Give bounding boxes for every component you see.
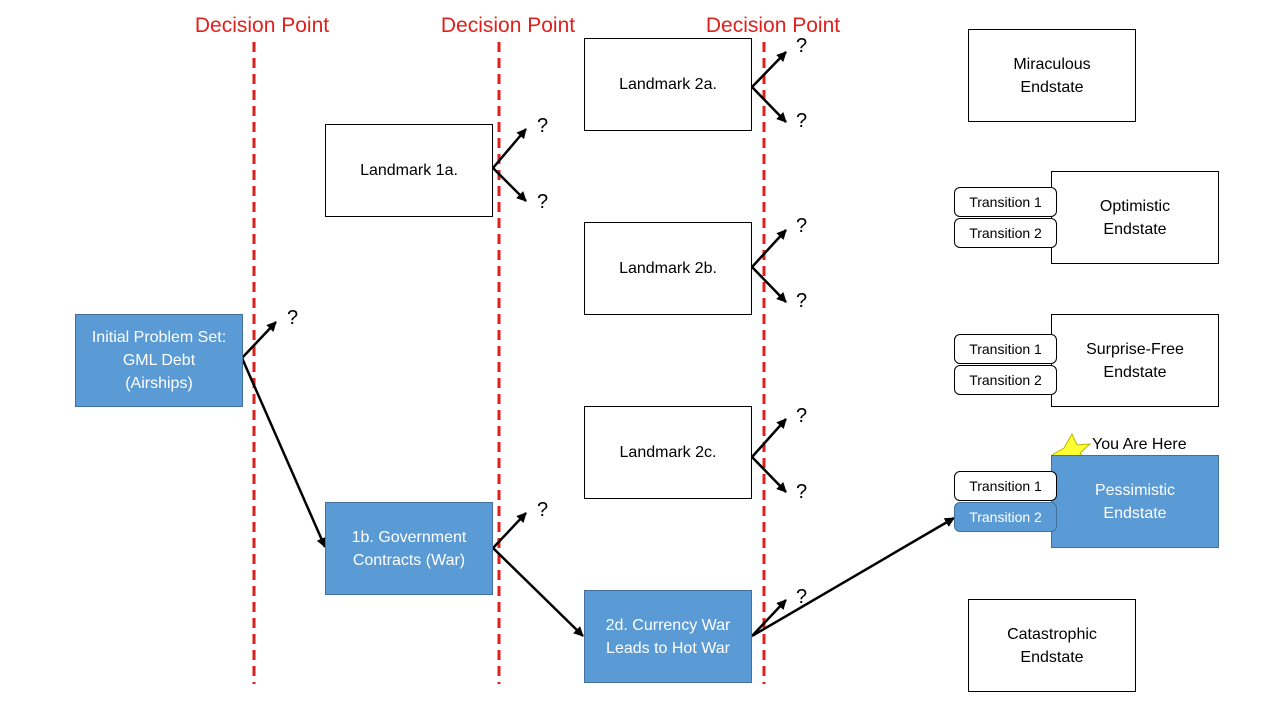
- arrow-2a-down: [751, 86, 787, 123]
- node-initial-problem-set: Initial Problem Set: GML Debt (Airships): [75, 314, 243, 407]
- connector-arrows: [240, 51, 955, 638]
- transition-optimistic-1: Transition 1: [954, 187, 1057, 217]
- arrow-2d-to-transition: [751, 516, 955, 638]
- endstate-pessimistic: Pessimistic Endstate: [1051, 455, 1219, 548]
- arrow-2c-down: [751, 456, 787, 493]
- question-mark-initial: ?: [287, 307, 299, 329]
- decision-point-label-2: Decision Point: [440, 14, 576, 37]
- question-mark-1a-down: ?: [537, 191, 549, 213]
- arrow-2b-up: [751, 229, 787, 268]
- question-mark-2b-down: ?: [796, 290, 808, 312]
- question-mark-2a-down: ?: [796, 110, 808, 132]
- question-mark-2b-up: ?: [796, 215, 808, 237]
- node-landmark-2a: Landmark 2a.: [584, 38, 752, 131]
- question-mark-2c-up: ?: [796, 405, 808, 427]
- question-mark-2c-down: ?: [796, 481, 808, 503]
- node-landmark-2b: Landmark 2b.: [584, 222, 752, 315]
- arrow-2b-down: [751, 266, 787, 303]
- arrow-2a-up: [751, 51, 787, 88]
- node-landmark-1a: Landmark 1a.: [325, 124, 493, 217]
- arrow-1a-up: [492, 128, 527, 169]
- you-are-here-label: You Are Here: [1092, 436, 1187, 453]
- decision-point-label-1: Decision Point: [194, 14, 330, 37]
- node-landmark-2c: Landmark 2c.: [584, 406, 752, 499]
- arrow-1a-down: [492, 167, 527, 202]
- question-mark-2d-up: ?: [796, 586, 808, 608]
- node-landmark-1b: 1b. Government Contracts (War): [325, 502, 493, 595]
- endstate-catastrophic: Catastrophic Endstate: [968, 599, 1136, 692]
- endstate-miraculous: Miraculous Endstate: [968, 29, 1136, 122]
- transition-surprise-free-1: Transition 1: [954, 334, 1057, 364]
- node-landmark-2d: 2d. Currency War Leads to Hot War: [584, 590, 752, 683]
- arrow-2d-up: [751, 599, 787, 637]
- arrow-2c-up: [751, 418, 787, 458]
- question-mark-1b-up: ?: [537, 499, 549, 521]
- transition-pessimistic-2: Transition 2: [954, 502, 1057, 532]
- arrow-1b-to-2d: [492, 547, 584, 637]
- decision-point-label-3: Decision Point: [705, 14, 841, 37]
- question-mark-2a-up: ?: [796, 35, 808, 57]
- arrow-initial-up: [241, 321, 277, 359]
- arrow-1b-up: [492, 512, 527, 549]
- endstate-optimistic: Optimistic Endstate: [1051, 171, 1219, 264]
- arrow-initial-to-1b: [240, 357, 327, 548]
- endstate-surprise-free: Surprise-Free Endstate: [1051, 314, 1219, 407]
- transition-surprise-free-2: Transition 2: [954, 365, 1057, 395]
- question-mark-1a-up: ?: [537, 115, 549, 137]
- transition-optimistic-2: Transition 2: [954, 218, 1057, 248]
- transition-pessimistic-1: Transition 1: [954, 471, 1057, 501]
